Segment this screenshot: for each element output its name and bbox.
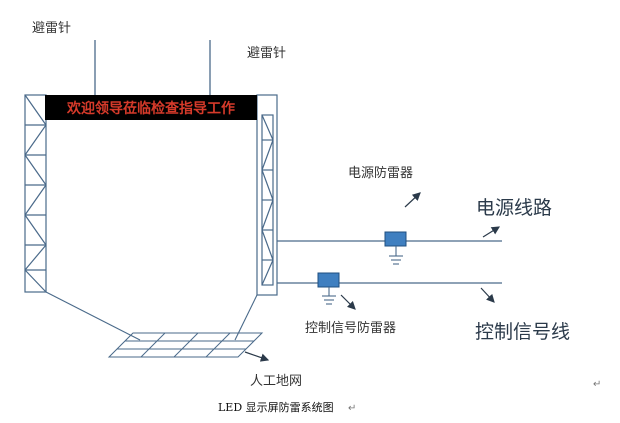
lightning-rod-right-label: 避雷针 <box>247 46 286 61</box>
power-surge-protector-label: 电源防雷器 <box>348 165 413 181</box>
lightning-rod-left-label: 避雷针 <box>32 21 71 36</box>
signal-protector-ground-icon <box>322 287 336 305</box>
led-banner <box>45 95 257 120</box>
power-surge-protector <box>384 231 407 247</box>
power-line-label: 电源线路 <box>476 197 552 219</box>
signal-protector-arrow <box>340 294 356 310</box>
figure-caption: LED 显示屏防雷系统图 <box>218 400 334 414</box>
left-ground-lead <box>45 291 141 341</box>
signal-surge-protector <box>317 272 340 288</box>
power-protector-ground-icon <box>389 246 403 265</box>
left-truss <box>24 94 47 293</box>
control-signal-line-label: 控制信号线 <box>475 321 570 343</box>
signal-surge-protector-label: 控制信号防雷器 <box>305 320 396 336</box>
signal-line-arrow <box>480 287 495 303</box>
power-line-arrow <box>482 226 501 238</box>
caption-paragraph-mark: ↵ <box>348 403 356 414</box>
ground-grid-label: 人工地网 <box>250 374 302 389</box>
right-truss <box>256 94 278 296</box>
ground-grid <box>107 332 264 358</box>
ground-grid-arrow <box>244 351 270 362</box>
led-banner-text: 欢迎领导莅临检查指导工作 <box>66 100 235 117</box>
power-protector-arrow <box>404 192 421 208</box>
paragraph-mark: ↵ <box>593 379 601 390</box>
